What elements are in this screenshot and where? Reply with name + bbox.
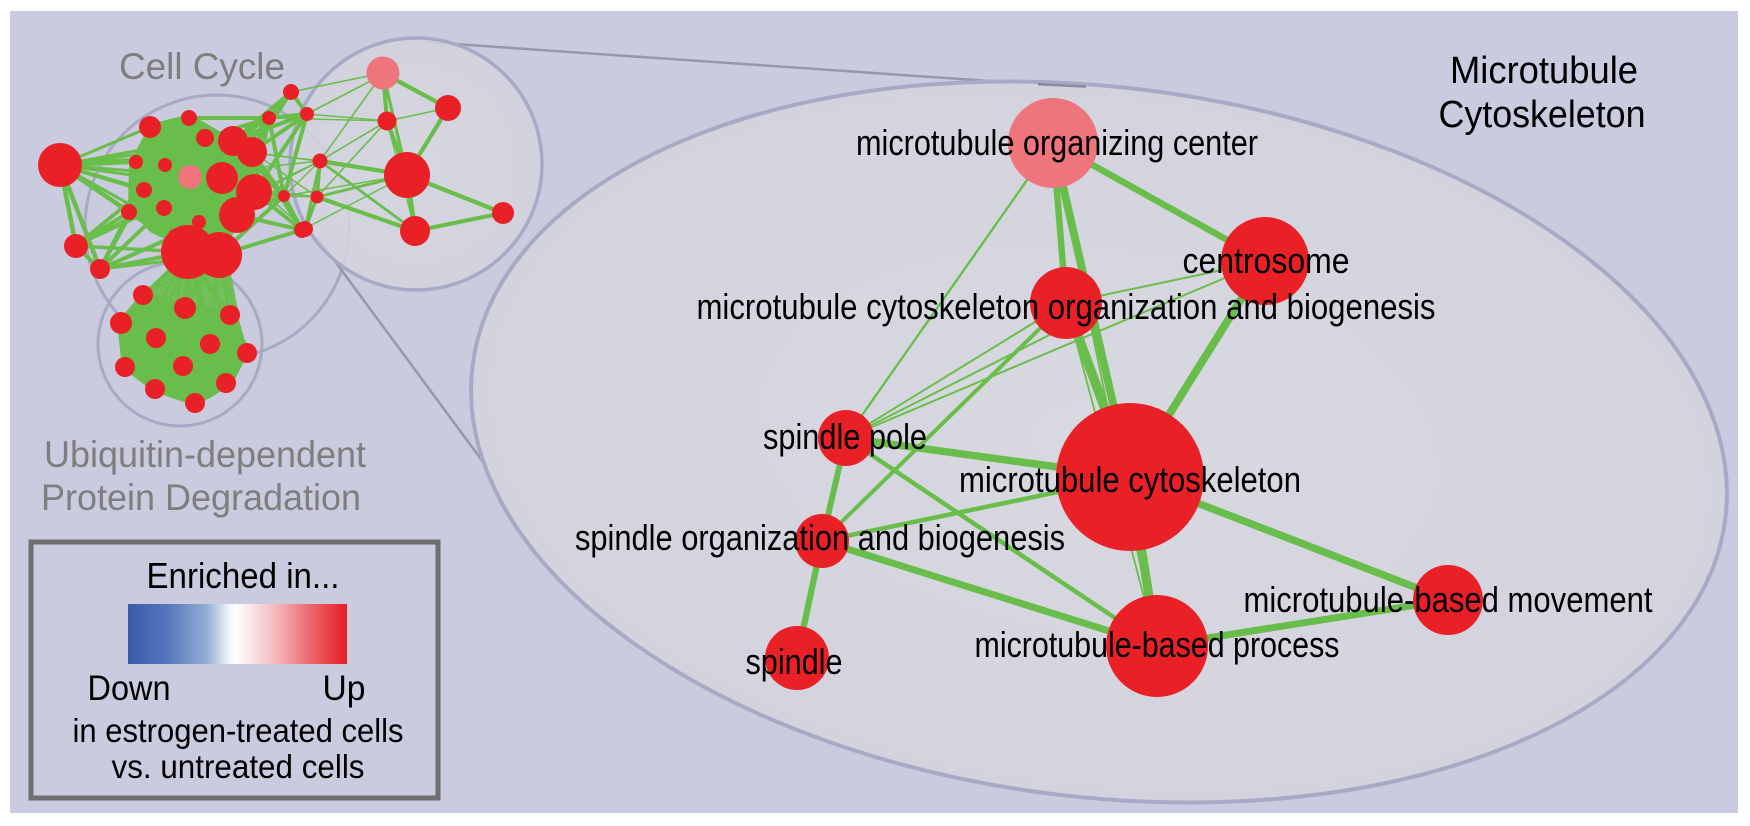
svg-text:Protein Degradation: Protein Degradation	[41, 477, 361, 518]
svg-text:Ubiquitin-dependent: Ubiquitin-dependent	[44, 434, 367, 475]
svg-text:vs. untreated cells: vs. untreated cells	[112, 748, 365, 785]
svg-text:Down: Down	[88, 669, 171, 708]
svg-text:Up: Up	[323, 669, 366, 708]
svg-text:spindle organization and bioge: spindle organization and biogenesis	[575, 517, 1065, 558]
svg-text:spindle pole: spindle pole	[763, 416, 927, 457]
svg-text:microtubule cytoskeleton organ: microtubule cytoskeleton organization an…	[697, 286, 1436, 327]
svg-text:spindle: spindle	[746, 641, 843, 682]
svg-text:Microtubule: Microtubule	[1450, 50, 1638, 92]
svg-text:centrosome: centrosome	[1183, 240, 1350, 281]
svg-text:microtubule-based process: microtubule-based process	[975, 624, 1340, 665]
svg-text:microtubule-based movement: microtubule-based movement	[1244, 579, 1653, 620]
svg-text:microtubule organizing center: microtubule organizing center	[856, 122, 1258, 163]
svg-text:microtubule cytoskeleton: microtubule cytoskeleton	[959, 459, 1301, 500]
svg-text:Cytoskeleton: Cytoskeleton	[1439, 94, 1646, 136]
svg-text:in estrogen-treated cells: in estrogen-treated cells	[73, 712, 404, 749]
svg-text:Enriched in...: Enriched in...	[147, 555, 340, 596]
svg-text:Cell Cycle: Cell Cycle	[119, 46, 285, 87]
